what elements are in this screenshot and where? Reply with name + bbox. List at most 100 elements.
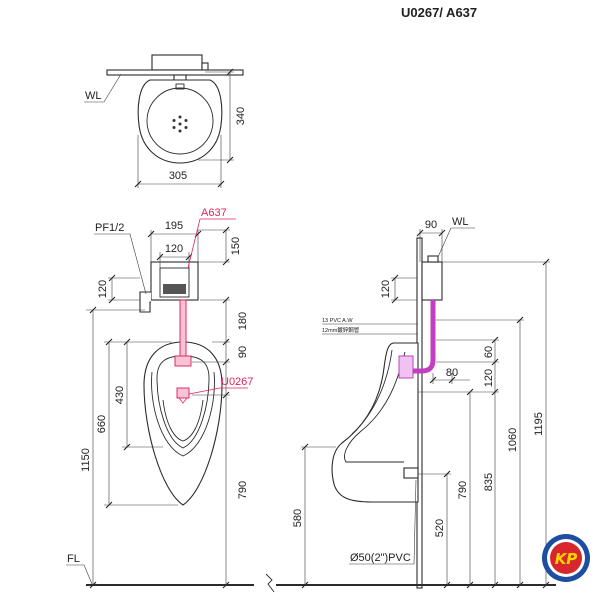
dim-side-chain-ext [418,261,550,393]
front-view: 195 120 150 120 1150 660 430 180 90 790 … [66,207,254,589]
spud-front [174,355,192,367]
dim-depth-ticks [226,68,234,164]
dim-width-label: 305 [169,170,187,182]
dim-sensor-height-label: 790 [237,481,249,499]
dim-rim-height-label: 580 [292,509,304,527]
bowl-outline-side [344,351,406,463]
valve-model-label: A637 [201,207,227,219]
wall-leader-side [437,227,475,258]
dim-box-width-lines [150,230,199,262]
valve-panel-front [159,267,190,298]
dim-width-ticks [134,180,225,188]
supply-pipe-front [139,291,151,313]
drain-pipe-label: Ø50(2")PVC [350,552,411,564]
dim-depth-label: 340 [235,107,247,125]
dim-spud-height-label: 835 [483,473,495,491]
valve-box-cap-side [427,255,439,263]
dim-supply-height-ticks [108,274,116,304]
bowl-outline-front [156,355,210,449]
dim-box-depth-lines [419,229,443,262]
wall-plan [106,69,244,76]
top-view: 340 305 WL [84,54,247,188]
drawing-title: U0267/ A637 [401,5,477,20]
dim-depth-lines [198,71,234,161]
dim-box-height-ticks [222,226,230,266]
dim-right-chain-ticks [222,296,230,589]
valve-sensor-unit [163,284,186,294]
pipe-note-2: 12mm鍍鋅鋼管 [322,326,360,334]
drain-holes [172,115,188,133]
dim-projection-ticks [429,376,456,384]
valve-box-plan [151,54,203,71]
brand-logo: KP [542,534,590,582]
dim-bowl-lines [122,342,163,448]
dim-pipe-height-label: 1060 [507,428,519,452]
dim-spud-offset-label: 60 [483,346,495,358]
dim-panel-width-label: 120 [165,243,183,255]
supply-leader [94,233,147,295]
logo-core [550,542,582,574]
spud-sensor-side [398,355,414,379]
drain-hole [184,119,188,122]
sensor-front [176,387,190,399]
wall-label-side: WL [452,216,469,228]
dim-rim-lines [301,446,336,585]
dim-box-height-lines [198,229,230,263]
pipe-note-1: 13 PVC A.W [322,318,353,324]
dim-supply-height-lines [108,277,140,301]
drain-hole [172,119,176,122]
wall-leader [84,73,122,103]
dim-sensor-side-label: 790 [457,481,469,499]
dim-overall-height-lines [86,309,145,585]
urinal-front-face-side [351,349,393,435]
supply-label: PF1/2 [95,222,124,234]
dim-urinal-to-spud-label: 90 [237,346,249,358]
dim-projection-label: 80 [446,367,458,379]
valve-leader [187,218,236,269]
dim-width-lines [137,135,222,188]
drain-hole [178,122,182,126]
break-mark [265,573,275,593]
dim-box-height-label: 150 [230,237,242,255]
dim-bowl-label: 430 [114,386,126,404]
dim-box-width-label: 195 [165,220,183,232]
dim-drain-lines [418,473,451,585]
floor-leader [66,564,93,585]
wall-label-plan: WL [85,90,102,102]
valve-box-side [421,261,443,301]
dim-spud-drop-label: 120 [483,369,495,387]
dim-side-supply-ticks [391,274,399,304]
bowl-outline-plan [146,87,214,155]
dim-urinal-height-lines [104,341,178,506]
bowl-inner-front [162,399,204,442]
urinal-rim-front [151,371,215,457]
dim-835-chain-ticks [491,336,499,589]
dim-overall-side-label: 1195 [533,412,545,436]
dim-urinal-height-ticks [105,338,113,509]
flush-pipe-side [408,300,436,374]
drain-hole [178,115,182,119]
drain-outlet-side [403,467,419,479]
drain-leader [349,479,417,565]
dim-bowl-ticks [123,338,131,451]
dim-box-depth-ticks [416,229,446,237]
dim-supply-height-label: 120 [97,280,109,298]
side-view: 13 PVC A.W 12mm鍍鋅鋼管 90 WL 120 80 1195 10… [265,216,556,593]
dim-box-to-urinal-label: 180 [237,312,249,330]
dim-box-depth-label: 90 [425,219,437,231]
logo-text: KP [555,550,578,568]
urinal-model-label: U0267 [221,376,253,388]
urinal-leader [188,387,248,395]
dim-overall-height-label: 1150 [80,448,92,472]
spreader-plan [175,83,185,90]
dim-urinal-height-label: 660 [96,415,108,433]
drain-hole [178,129,182,133]
dim-drain-height-label: 520 [434,519,446,537]
drain-hole [172,126,176,129]
dim-right-chain-lines [192,299,230,585]
drain-hole [184,126,188,129]
valve-box-tab-plan [201,62,209,71]
urinal-outline-plan [137,79,223,164]
